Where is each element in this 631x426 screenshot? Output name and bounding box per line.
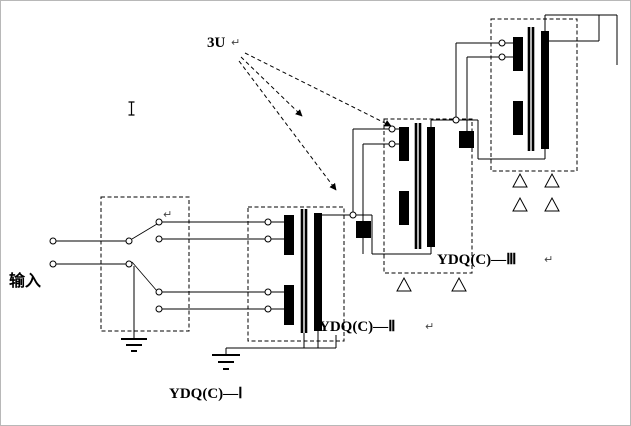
terminal-circle <box>264 218 272 226</box>
interstage-wires-1-2 <box>322 125 432 255</box>
terminal-circle <box>49 260 57 268</box>
primary-winding <box>399 127 409 161</box>
return-mark: ↵ <box>425 320 434 333</box>
insulator-triangles-stage-3 <box>512 172 560 212</box>
selector-enclosure <box>100 196 190 332</box>
insulator-triangle <box>396 276 412 292</box>
stage-1-enclosure <box>247 206 345 342</box>
ground-symbol-input <box>121 338 147 352</box>
stage-2-enclosure <box>383 118 473 274</box>
ground-symbol-stage-1 <box>212 354 240 370</box>
insulator-triangle <box>451 276 467 292</box>
transformer-stage-2 <box>383 118 474 274</box>
hv-winding <box>427 127 435 247</box>
insulator-triangle <box>512 196 528 212</box>
terminal-circle <box>264 288 272 296</box>
primary-winding <box>284 285 294 325</box>
hv-winding <box>541 31 549 149</box>
terminal-circle <box>155 218 163 226</box>
primary-winding <box>513 37 523 71</box>
voltage-callout-label: 3U <box>207 35 226 51</box>
transformer-stage-3 <box>490 18 578 172</box>
terminal-circle <box>155 288 163 296</box>
primary-winding <box>284 215 294 255</box>
return-mark: ↵ <box>544 253 553 266</box>
terminal-circle <box>498 53 506 61</box>
junction-circle <box>452 116 460 124</box>
insulator-triangles-stage-2 <box>396 276 467 292</box>
transformer-1-label: YDQ(C)—Ⅰ <box>169 386 243 402</box>
text-cursor-icon <box>128 101 135 116</box>
coupling-winding-1 <box>356 221 371 238</box>
insulator-triangle <box>544 172 560 188</box>
terminal-circle <box>388 125 396 133</box>
junction-circle <box>349 211 357 219</box>
transformer-3-label: YDQ(C)—Ⅲ <box>437 252 517 268</box>
transformer-2-label: YDQ(C)—Ⅱ <box>319 319 396 335</box>
input-label: 输入 <box>9 271 41 290</box>
input-selector-box <box>100 196 190 339</box>
stage-3-enclosure <box>490 18 578 172</box>
return-mark: ↵ <box>163 208 172 221</box>
hv-output-lead <box>544 14 618 65</box>
terminal-circle <box>49 237 57 245</box>
terminal-circle <box>125 260 133 268</box>
interstage-wires-2-3 <box>430 39 546 160</box>
coupling-winding-2 <box>459 131 474 148</box>
primary-winding <box>399 191 409 225</box>
transformer-stage-1 <box>247 206 371 342</box>
terminal-circle <box>155 305 163 313</box>
terminal-circle <box>498 39 506 47</box>
terminal-circle <box>125 237 133 245</box>
terminal-circle <box>264 235 272 243</box>
voltage-callout: 3U ↵ <box>207 35 392 191</box>
hv-winding <box>314 213 322 331</box>
terminal-circle <box>264 305 272 313</box>
callout-dashed-arrows <box>238 52 392 191</box>
terminal-circle <box>155 235 163 243</box>
primary-winding <box>513 101 523 135</box>
insulator-triangle <box>544 196 560 212</box>
input-section: 输入 <box>9 237 133 290</box>
insulator-triangle <box>512 172 528 188</box>
stage-1-ground-wires <box>225 331 337 355</box>
primary-wires <box>162 218 284 313</box>
terminal-circle <box>388 140 396 148</box>
return-mark: ↵ <box>231 36 240 49</box>
